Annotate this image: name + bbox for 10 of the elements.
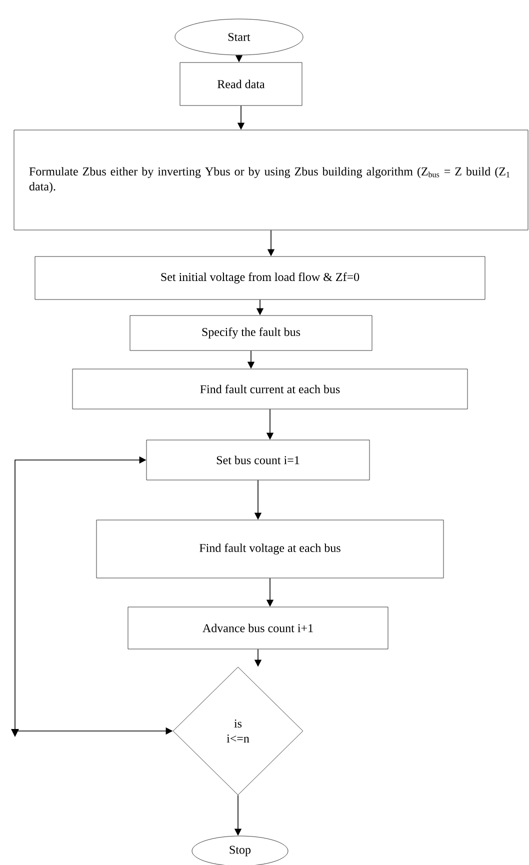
process-box: Set initial voltage from load flow & Zf=0 (34, 256, 486, 300)
process-box: Advance bus count i+1 (128, 606, 388, 650)
stop-terminal: Stop (192, 836, 288, 865)
process-box: Read data (180, 62, 302, 106)
process-box: Set bus count i=1 (146, 440, 370, 480)
start-terminal: Start (174, 18, 304, 56)
process-box: Find fault voltage at each bus (96, 520, 444, 578)
process-box: Formulate Zbus either by inverting Ybus or by using Zbus building algorithm (Z$_{bus}$ = Z build (Z$_{1}$ data). (14, 130, 528, 230)
process-box: Specify the fault bus (130, 315, 372, 351)
process-box: Find fault current at each bus (72, 368, 468, 410)
